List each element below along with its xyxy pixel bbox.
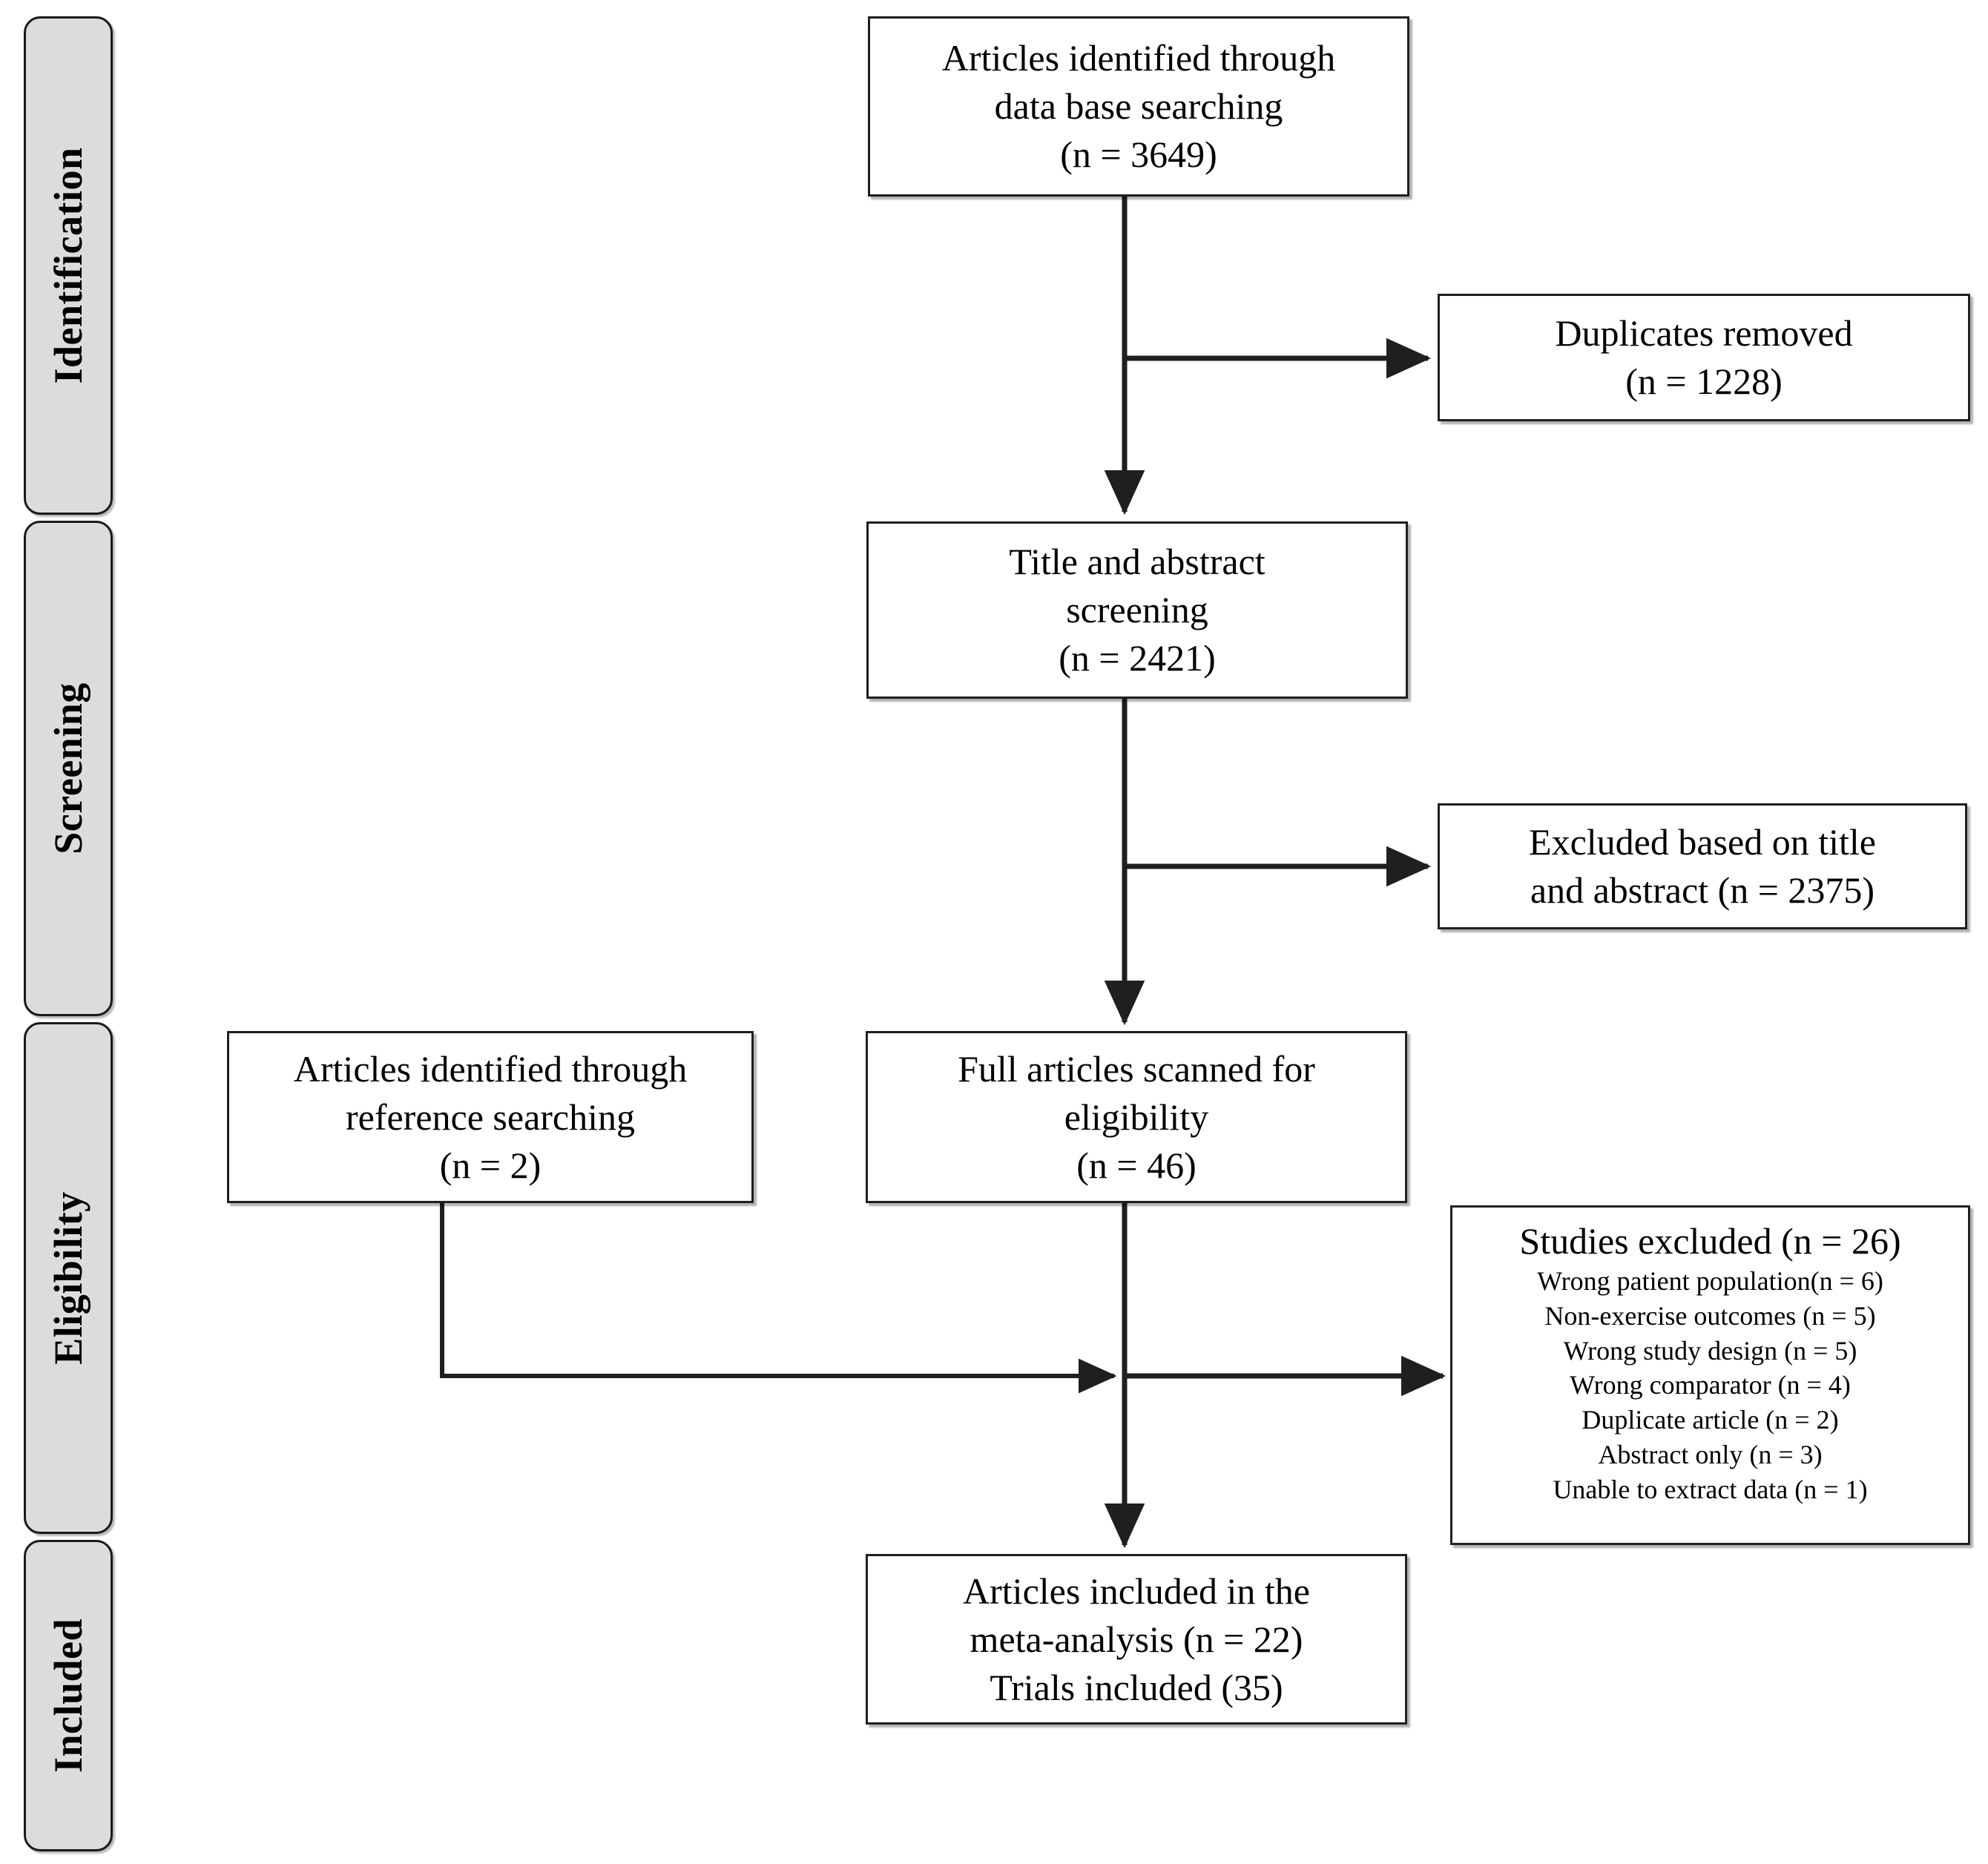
connector-screening-to-fulltext xyxy=(1104,699,1432,1026)
box-title-abstract-screening-line-2: screening xyxy=(1066,589,1208,630)
box-studies-excluded-heading: Studies excluded (n = 26) xyxy=(1519,1220,1901,1262)
box-full-articles-scanned-line-2: eligibility xyxy=(1064,1096,1209,1138)
box-studies-excluded: Studies excluded (n = 26) Wrong patient … xyxy=(1450,1205,1970,1545)
box-duplicates-removed-line-2: (n = 1228) xyxy=(1625,360,1783,402)
box-studies-excluded-reason-5: Duplicate article (n = 2) xyxy=(1581,1405,1839,1435)
box-title-abstract-screening: Title and abstract screening (n = 2421) xyxy=(866,521,1408,699)
box-full-articles-scanned: Full articles scanned for eligibility (n… xyxy=(866,1031,1407,1203)
stage-band-screening: Screening xyxy=(24,521,113,1016)
stage-band-eligibility: Eligibility xyxy=(24,1022,113,1534)
stage-label-eligibility: Eligibility xyxy=(46,1191,90,1365)
stage-label-included: Included xyxy=(46,1618,90,1774)
box-articles-included-line-2: meta-analysis (n = 22) xyxy=(970,1618,1303,1660)
box-studies-excluded-reason-4: Wrong comparator (n = 4) xyxy=(1570,1370,1851,1400)
box-database-search-line-2: data base searching xyxy=(994,85,1283,127)
box-reference-search: Articles identified through reference se… xyxy=(227,1031,754,1203)
box-studies-excluded-reason-2: Non-exercise outcomes (n = 5) xyxy=(1544,1300,1876,1331)
box-studies-excluded-reason-7: Unable to extract data (n = 1) xyxy=(1553,1474,1868,1504)
box-studies-excluded-reason-6: Abstract only (n = 3) xyxy=(1598,1439,1823,1469)
box-database-search-line-1: Articles identified through xyxy=(941,37,1336,79)
box-articles-included: Articles included in the meta-analysis (… xyxy=(866,1554,1407,1725)
box-title-abstract-screening-line-1: Title and abstract xyxy=(1009,541,1265,582)
box-title-abstract-screening-line-3: (n = 2421) xyxy=(1059,637,1216,679)
box-full-articles-scanned-line-3: (n = 46) xyxy=(1076,1144,1197,1186)
stage-label-screening: Screening xyxy=(46,682,90,854)
box-studies-excluded-reason-1: Wrong patient population(n = 6) xyxy=(1537,1266,1883,1296)
connector-fulltext-to-included xyxy=(1104,1203,1446,1549)
connector-reference-to-trunk xyxy=(440,1202,1117,1394)
box-excluded-title-abstract-line-2: and abstract (n = 2375) xyxy=(1530,869,1875,911)
box-reference-search-line-1: Articles identified through xyxy=(293,1047,688,1090)
box-duplicates-removed-line-1: Duplicates removed xyxy=(1555,312,1853,354)
box-studies-excluded-reason-3: Wrong study design (n = 5) xyxy=(1563,1335,1857,1366)
box-full-articles-scanned-line-1: Full articles scanned for xyxy=(958,1047,1315,1090)
stage-label-identification: Identification xyxy=(46,147,90,384)
box-reference-search-line-2: reference searching xyxy=(346,1096,635,1138)
box-excluded-title-abstract: Excluded based on title and abstract (n … xyxy=(1438,803,1967,929)
stage-band-identification: Identification xyxy=(24,16,113,515)
stage-band-included: Included xyxy=(24,1540,113,1851)
box-duplicates-removed: Duplicates removed (n = 1228) xyxy=(1438,294,1970,421)
box-articles-included-line-3: Trials included (35) xyxy=(990,1666,1283,1708)
box-database-search-line-3: (n = 3649) xyxy=(1060,134,1217,175)
box-database-search: Articles identified through data base se… xyxy=(868,16,1409,197)
box-reference-search-line-3: (n = 2) xyxy=(439,1144,542,1186)
box-excluded-title-abstract-line-1: Excluded based on title xyxy=(1529,821,1876,863)
connector-db-to-screening xyxy=(1104,197,1432,516)
box-articles-included-line-1: Articles included in the xyxy=(963,1570,1310,1612)
